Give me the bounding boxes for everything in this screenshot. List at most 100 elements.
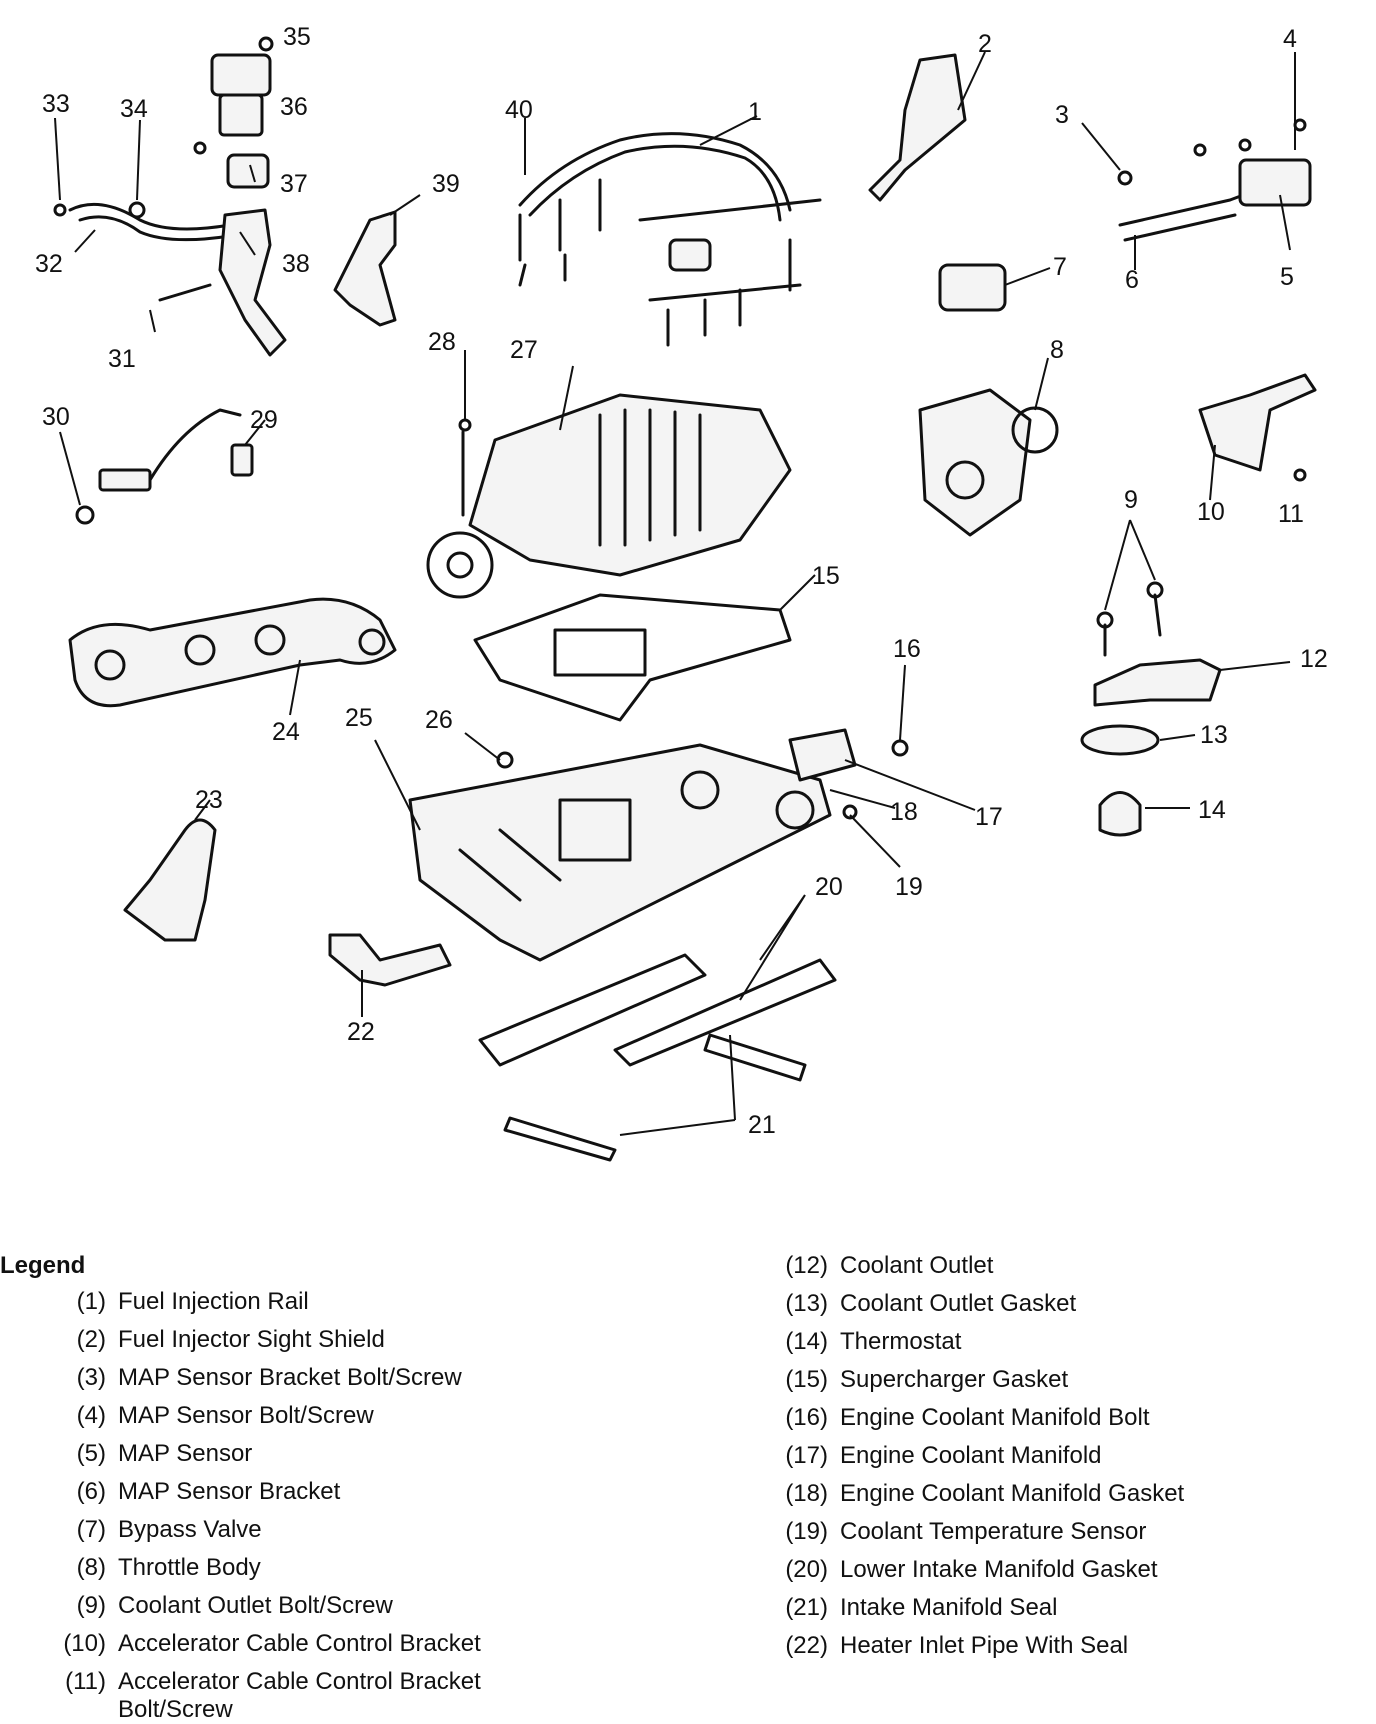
legend-item: (14) Thermostat — [770, 1328, 961, 1356]
legend-item-text: Thermostat — [840, 1328, 962, 1355]
bolt-28 — [458, 418, 472, 517]
legend-item: (19) Coolant Temperature Sensor — [770, 1518, 1146, 1546]
legend-item-number: (19) — [785, 1518, 828, 1545]
legend-item: (4)MAP Sensor Bolt/Screw — [48, 1402, 374, 1430]
heater-inlet-pipe — [328, 933, 452, 987]
egr-pipe-bracket — [53, 201, 287, 357]
legend-item: (17) Engine Coolant Manifold — [770, 1442, 1102, 1470]
supercharger — [426, 393, 792, 599]
legend-item-number: (14) — [785, 1328, 828, 1355]
legend-item: (13) Coolant Outlet Gasket — [770, 1290, 1076, 1318]
coolant-outlet — [1093, 658, 1222, 707]
throttle-body — [918, 388, 1059, 537]
engine-coolant-manifold — [788, 728, 909, 820]
callout-30: 30 — [42, 403, 70, 431]
fuel-injection-rail — [518, 132, 822, 347]
callout-35: 35 — [283, 23, 311, 51]
callout-10: 10 — [1197, 498, 1225, 526]
legend-item-text: Supercharger Gasket — [840, 1366, 1069, 1393]
legend-item: (20) Lower Intake Manifold Gasket — [770, 1556, 1158, 1584]
callout-5: 5 — [1280, 263, 1294, 291]
coolant-outlet-bolts — [1096, 581, 1164, 657]
legend-item-number: (15) — [785, 1366, 828, 1393]
sensor-harness-29 — [75, 408, 254, 525]
callout-26: 26 — [425, 706, 453, 734]
callout-33: 33 — [42, 90, 70, 118]
callout-7: 7 — [1053, 253, 1067, 281]
legend-item-text: Fuel Injector Sight Shield — [118, 1326, 385, 1353]
coolant-outlet-gasket — [1080, 724, 1160, 756]
callout-3: 3 — [1055, 101, 1069, 129]
callout-32: 32 — [35, 250, 63, 278]
callout-2: 2 — [978, 30, 992, 58]
legend-item-text: Throttle Body — [118, 1554, 261, 1581]
fuel-injector-sight-shield — [868, 53, 967, 202]
callout-38: 38 — [282, 250, 310, 278]
callout-1: 1 — [748, 98, 762, 126]
legend-item: (18)Engine Coolant Manifold Gasket — [770, 1480, 1184, 1508]
callout-37: 37 — [280, 170, 308, 198]
legend-item: (9) Coolant Outlet Bolt/Screw — [48, 1592, 393, 1620]
legend-item-text: Accelerator Cable Control Bracket Bolt/S… — [118, 1668, 481, 1723]
callout-36: 36 — [280, 93, 308, 121]
callout-31: 31 — [108, 345, 136, 373]
legend-item: (8) Throttle Body — [48, 1554, 261, 1582]
legend-item-text: MAP Sensor — [118, 1440, 253, 1467]
crossover-pipe-24 — [68, 597, 397, 708]
callout-16: 16 — [893, 635, 921, 663]
legend-item-number: (8) — [76, 1554, 106, 1581]
callout-19: 19 — [895, 873, 923, 901]
legend-item: (2) Fuel Injector Sight Shield — [48, 1326, 385, 1354]
legend-item: (16)Engine Coolant Manifold Bolt — [770, 1404, 1150, 1432]
legend-item-number: (17) — [785, 1442, 828, 1469]
callout-40: 40 — [505, 96, 533, 124]
legend-item-text: Coolant Outlet — [840, 1252, 994, 1279]
callout-13: 13 — [1200, 721, 1228, 749]
legend-item-text: Accelerator Cable Control Bracket — [118, 1630, 481, 1657]
legend-item-number: (5) — [76, 1440, 106, 1467]
callout-17: 17 — [975, 803, 1003, 831]
callout-9: 9 — [1124, 486, 1138, 514]
legend-item-text: Engine Coolant Manifold — [840, 1442, 1102, 1469]
legend-item-text: Intake Manifold Seal — [840, 1594, 1058, 1621]
legend-item-number: (22) — [785, 1632, 828, 1659]
accelerator-bracket — [1198, 373, 1317, 472]
callout-6: 6 — [1125, 266, 1139, 294]
legend-item-text: Coolant Temperature Sensor — [840, 1518, 1147, 1545]
legend-item-text: Coolant Outlet Bolt/Screw — [118, 1592, 393, 1619]
legend-item-number: (12) — [785, 1252, 828, 1279]
legend-item-number: (4) — [76, 1402, 106, 1429]
bolt-26 — [496, 751, 514, 769]
legend-item-number: (13) — [785, 1290, 828, 1317]
legend-item-number: (10) — [63, 1630, 106, 1657]
legend-item-text: Lower Intake Manifold Gasket — [840, 1556, 1158, 1583]
callout-29: 29 — [250, 406, 278, 434]
legend-item-number: (2) — [76, 1326, 106, 1353]
legend-item: (12) Coolant Outlet — [770, 1252, 993, 1280]
legend-item: (15) Supercharger Gasket — [770, 1366, 1068, 1394]
legend-title: Legend — [0, 1252, 86, 1279]
lower-intake-manifold-gasket — [478, 953, 707, 1067]
exploded-parts-diagram: 1 2 3 4 5 6 7 8 9 10 11 12 13 14 15 16 1… — [35, 23, 1328, 1162]
legend-item-text: Engine Coolant Manifold Gasket — [840, 1480, 1185, 1507]
callout-23: 23 — [195, 786, 223, 814]
legend: Legend (1)Fuel Injection Rail (2) Fuel In… — [0, 1240, 1376, 1723]
legend-item-text: Coolant Outlet Gasket — [840, 1290, 1077, 1317]
bracket-23 — [123, 818, 217, 942]
bypass-valve — [938, 263, 1007, 312]
legend-item: (1)Fuel Injection Rail — [48, 1288, 309, 1316]
callout-4: 4 — [1283, 25, 1297, 53]
callout-14: 14 — [1198, 796, 1226, 824]
callout-25: 25 — [345, 704, 373, 732]
legend-item-number: (20) — [785, 1556, 828, 1583]
callout-39: 39 — [432, 170, 460, 198]
lower-intake-manifold — [408, 743, 832, 962]
legend-item-number: (9) — [76, 1592, 106, 1619]
legend-item-text: Bypass Valve — [118, 1516, 262, 1543]
callout-8: 8 — [1050, 336, 1064, 364]
map-sensor-bracket — [1117, 118, 1312, 242]
legend-item: (3)MAP Sensor Bracket Bolt/Screw — [48, 1364, 462, 1392]
legend-item-text: Engine Coolant Manifold Bolt — [840, 1404, 1150, 1431]
callout-18: 18 — [890, 798, 918, 826]
legend-item: (7)Bypass Valve — [48, 1516, 262, 1544]
